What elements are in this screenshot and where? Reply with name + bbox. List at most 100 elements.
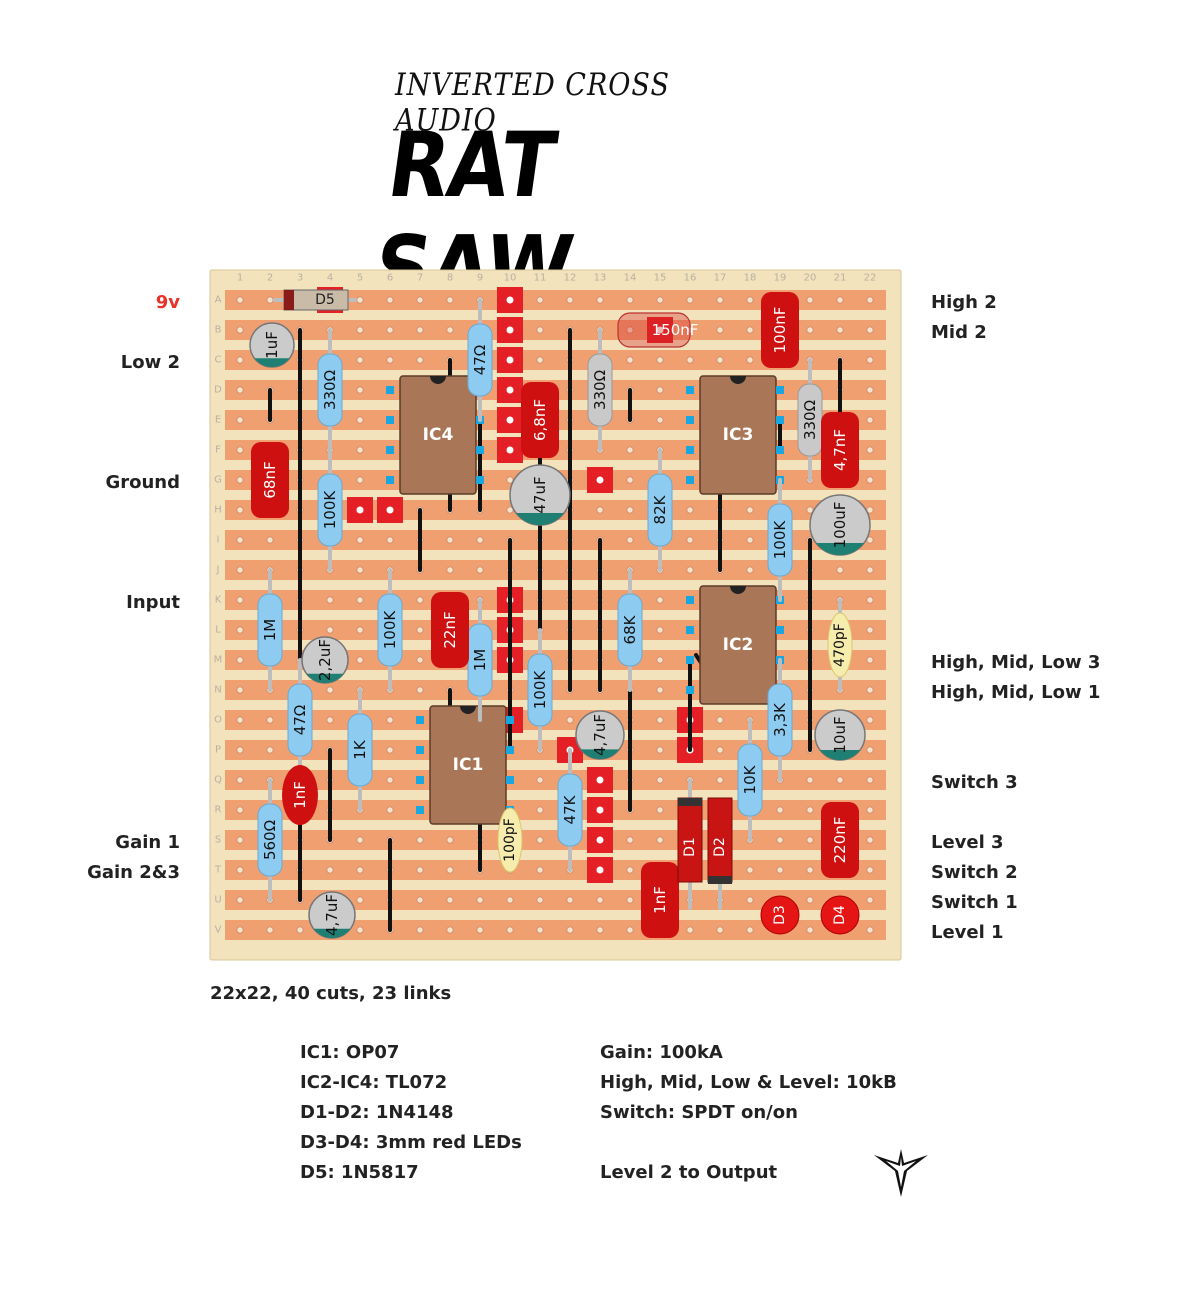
resistor-label-r_10k_2: 10K [741,764,759,794]
row-letter-J: J [216,565,220,576]
hole [356,416,364,424]
strip-row-C [225,350,886,370]
hole [686,536,694,544]
hole [866,716,874,724]
hole [356,536,364,544]
hole [236,626,244,634]
ic-pin [386,446,394,454]
label-switch1: Switch 1 [931,892,1018,913]
hole [326,866,334,874]
hole [446,926,454,934]
ic-pin [386,386,394,394]
resistor-r_1m_1 [257,593,283,667]
hole [866,776,874,784]
hole [656,776,664,784]
hole [476,536,484,544]
hole [236,806,244,814]
hole [386,806,394,814]
row-letter-C: C [215,355,222,366]
label-switch3: Switch 3 [931,772,1018,793]
hole [866,296,874,304]
hole [416,836,424,844]
resistor-label-r_330_1: 330Ω [321,370,339,410]
hole [416,596,424,604]
hole [356,566,364,574]
ic-pin [416,746,424,754]
hole [386,746,394,754]
hole [236,326,244,334]
row-letter-N: N [214,685,221,696]
hole [746,296,754,304]
capacitor-label-c_100pf: 100pF [502,818,518,862]
part-ic1: IC1: OP07 [300,1042,400,1063]
hole [236,296,244,304]
hole [626,536,634,544]
ic-pin [686,416,694,424]
label-hml1: High, Mid, Low 1 [931,682,1101,703]
col-number-20: 20 [804,273,817,284]
led-d3 [760,895,800,935]
hole [686,566,694,574]
ic-pin [416,776,424,784]
hole [446,326,454,334]
resistor-label-r_1m_2: 1M [471,649,489,672]
col-number-16: 16 [684,273,697,284]
row-letter-S: S [215,835,221,846]
hole [866,866,874,874]
resistor-r_100k_3 [377,593,403,667]
col-number-14: 14 [624,273,637,284]
hole [416,626,424,634]
hole [656,686,664,694]
diode-d2-band [708,876,732,884]
hole [656,716,664,724]
hole [236,866,244,874]
strip-row-O [225,710,886,730]
hole [536,296,544,304]
resistor-r_330_2 [587,353,613,427]
strip-row-R [225,800,886,820]
capacitor-label-c_1nf_2: 1nF [651,886,669,914]
diode-d5-band [284,290,294,310]
col-number-17: 17 [714,273,727,284]
hole [656,626,664,634]
hole [746,866,754,874]
col-number-7: 7 [417,273,423,284]
hole [236,836,244,844]
ic4-label: IC4 [423,425,454,445]
cut-hole [386,506,394,514]
electrolytic-stripe [516,513,564,525]
hole [746,356,754,364]
hole [386,716,394,724]
cut-hole [506,416,514,424]
col-number-21: 21 [834,273,847,284]
col-number-9: 9 [477,273,483,284]
diode-d1-band [678,798,702,806]
resistor-label-r_100k_2: 100K [771,520,789,560]
row-letter-D: D [214,385,222,396]
ic-pin [776,626,784,634]
capacitor-c_68nf [251,442,289,518]
hole [236,476,244,484]
row-letter-G: G [214,475,222,486]
hole [476,566,484,574]
label-gain1: Gain 1 [115,832,180,853]
hole [236,536,244,544]
pentagram-logo-icon [874,1149,928,1197]
hole [356,836,364,844]
strip-row-S [225,830,886,850]
electrolytic-label-c_100uf: 100uF [831,502,849,549]
hole [686,926,694,934]
capacitor-c_68nf_2 [521,382,559,458]
hole [416,926,424,934]
ic-pin [686,446,694,454]
hole [236,386,244,394]
resistor-label-r_330_3: 330Ω [801,400,819,440]
capacitor-c_220nf [821,802,859,878]
hole [416,296,424,304]
hole [626,326,634,334]
capacitor-label-c_68nf_2: 6,8nF [531,399,549,441]
hole [536,326,544,334]
strip-row-B [225,320,886,340]
hole [266,716,274,724]
